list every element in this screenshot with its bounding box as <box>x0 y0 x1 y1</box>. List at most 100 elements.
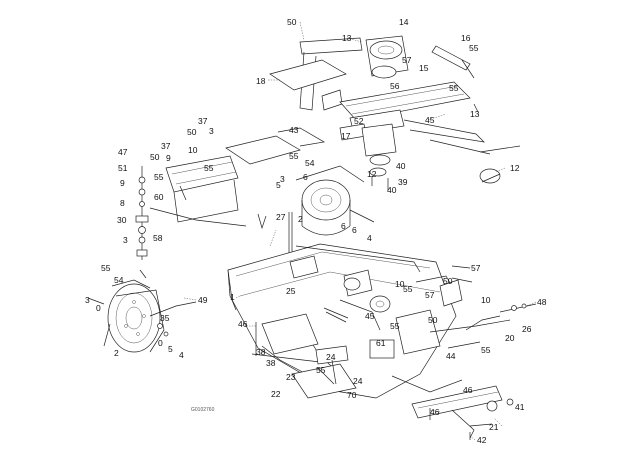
drawing-code: G0102760 <box>191 407 215 413</box>
callout-label: 5 <box>168 344 173 354</box>
callout-label: 6 <box>341 221 346 231</box>
callout-label: 41 <box>515 402 525 412</box>
callout-label: 54 <box>305 158 315 168</box>
callout-label: 30 <box>117 215 127 225</box>
callout-label: 6 <box>352 225 357 235</box>
callout-label: 51 <box>118 163 128 173</box>
callout-label: 2 <box>114 348 119 358</box>
callout-label: 43 <box>289 125 299 135</box>
callout-label: 47 <box>118 147 128 157</box>
callout-label: 27 <box>276 212 286 222</box>
callout-label: 20 <box>505 333 515 343</box>
callout-label: 2 <box>298 214 303 224</box>
callout-label: 10 <box>395 279 405 289</box>
callout-label: 55 <box>204 163 214 173</box>
callout-labels: 50 13 14 16 55 57 15 18 56 55 13 52 45 3… <box>85 17 547 445</box>
callout-label: 12 <box>510 163 520 173</box>
callout-label: 0 <box>158 338 163 348</box>
callout-label: 39 <box>398 177 408 187</box>
callout-label: 55 <box>316 365 326 375</box>
callout-label: 3 <box>209 126 214 136</box>
callout-label: 3 <box>280 174 285 184</box>
callout-label: 5 <box>276 180 281 190</box>
callout-label: 12 <box>367 169 377 179</box>
callout-label: 46 <box>238 319 248 329</box>
callout-label: 60 <box>154 192 164 202</box>
callout-label: 70 <box>347 390 357 400</box>
callout-label: 55 <box>481 345 491 355</box>
callout-label: 3 <box>85 295 90 305</box>
callout-label: 9 <box>166 153 171 163</box>
callout-label: 13 <box>470 109 480 119</box>
callout-label: 4 <box>367 233 372 243</box>
callout-label: 50 <box>150 152 160 162</box>
callout-label: 10 <box>481 295 491 305</box>
callout-label: 35 <box>160 313 170 323</box>
callout-label: 54 <box>114 275 124 285</box>
callout-label: 57 <box>471 263 481 273</box>
callout-label: 15 <box>419 63 429 73</box>
callout-label: 22 <box>271 389 281 399</box>
callout-label: 16 <box>461 33 471 43</box>
callout-label: 10 <box>188 145 198 155</box>
callout-label: 57 <box>402 55 412 65</box>
callout-label: 49 <box>198 295 208 305</box>
callout-label: 50 <box>287 17 297 27</box>
callout-label: 45 <box>365 311 375 321</box>
callout-label: 9 <box>120 178 125 188</box>
callout-label: 58 <box>153 233 163 243</box>
callout-label: 24 <box>353 376 363 386</box>
callout-label: 0 <box>96 303 101 313</box>
lower-right-shaft <box>411 385 514 440</box>
callout-label: 46 <box>430 407 440 417</box>
callout-label: 1 <box>230 292 235 302</box>
leader-lines <box>183 21 537 441</box>
callout-label: 42 <box>477 435 487 445</box>
central-mechanism <box>225 123 397 262</box>
line-art <box>87 21 537 441</box>
callout-label: 55 <box>469 43 479 53</box>
left-assembly <box>135 155 267 260</box>
callout-label: 40 <box>387 185 397 195</box>
callout-label: 61 <box>376 338 386 348</box>
callout-label: 55 <box>390 321 400 331</box>
callout-label: 52 <box>354 116 364 126</box>
wheel-assembly <box>87 269 197 353</box>
callout-label: 46 <box>463 385 473 395</box>
callout-label: 37 <box>198 116 208 126</box>
callout-label: 3 <box>123 235 128 245</box>
lower-frame <box>227 243 511 399</box>
callout-label: 17 <box>341 131 351 141</box>
callout-label: 56 <box>390 81 400 91</box>
callout-label: 50 <box>187 127 197 137</box>
callout-label: 50 <box>428 315 438 325</box>
base-plate <box>251 313 357 399</box>
callout-label: 38 <box>266 358 276 368</box>
callout-label: 21 <box>489 422 499 432</box>
callout-label: 26 <box>522 324 532 334</box>
right-hardware <box>451 103 537 313</box>
callout-label: 55 <box>101 263 111 273</box>
callout-label: 55 <box>403 284 413 294</box>
callout-label: 13 <box>342 33 352 43</box>
callout-label: 25 <box>286 286 296 296</box>
callout-label: 23 <box>286 372 296 382</box>
callout-label: 37 <box>161 141 171 151</box>
callout-label: 45 <box>425 115 435 125</box>
upper-frame <box>269 35 491 155</box>
callout-label: 55 <box>289 151 299 161</box>
callout-label: 57 <box>425 290 435 300</box>
callout-label: 4 <box>179 350 184 360</box>
callout-label: 38 <box>256 347 266 357</box>
callout-label: 55 <box>154 172 164 182</box>
callout-label: 8 <box>120 198 125 208</box>
callout-label: 18 <box>256 76 266 86</box>
callout-label: 40 <box>396 161 406 171</box>
callout-label: 55 <box>449 83 459 93</box>
callout-label: 48 <box>537 297 547 307</box>
callout-label: 14 <box>399 17 409 27</box>
callout-label: 24 <box>326 352 336 362</box>
callout-label: 6 <box>303 172 308 182</box>
